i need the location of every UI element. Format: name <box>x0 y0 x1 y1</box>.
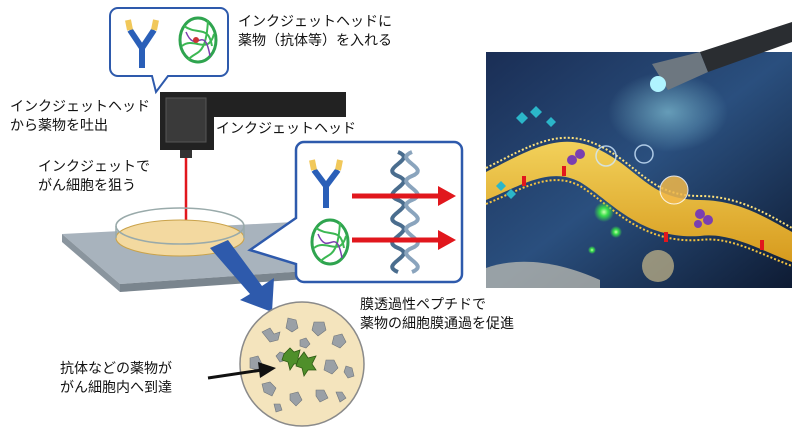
peptide-label: 膜透過性ペプチドで 薬物の細胞膜通過を促進 <box>360 296 514 334</box>
callout-top-line1: インクジェットヘッドに <box>238 14 392 30</box>
eject-label-line2: から薬物を吐出 <box>10 118 108 134</box>
eject-label: インクジェットヘッド から薬物を吐出 <box>10 98 150 136</box>
peptide-label-line2: 薬物の細胞膜通過を促進 <box>360 316 514 332</box>
reach-arrow <box>207 362 276 380</box>
cell-circle-icon <box>239 301 365 427</box>
callout-bubble-top <box>109 7 229 95</box>
target-label-line1: インクジェットで <box>38 159 150 175</box>
antibody-icon-2 <box>309 159 343 208</box>
nozzle-icon <box>650 22 792 92</box>
protein-icon-2 <box>310 218 350 266</box>
reach-label-line1: 抗体などの薬物が <box>60 361 172 377</box>
blue-arrow <box>210 240 274 312</box>
target-label: インクジェットで がん細胞を狙う <box>38 158 150 196</box>
callout-top-line2: 薬物（抗体等）を入れる <box>238 33 392 49</box>
callout-top-text: インクジェットヘッドに 薬物（抗体等）を入れる <box>238 13 392 51</box>
protein-icon <box>178 16 218 64</box>
eject-label-line1: インクジェットヘッド <box>10 99 150 115</box>
peptide-label-line1: 膜透過性ペプチドで <box>360 297 486 313</box>
membrane-illustration <box>485 22 793 288</box>
antibody-icon <box>125 19 159 68</box>
peptide-arrows <box>352 186 456 250</box>
petri-dish-icon <box>115 207 245 257</box>
peptide-helix-icon <box>390 150 420 274</box>
target-label-line2: がん細胞を狙う <box>38 178 136 194</box>
reach-label: 抗体などの薬物が がん細胞内へ到達 <box>60 360 172 398</box>
head-label: インクジェットヘッド <box>216 121 356 137</box>
inkjet-head-icon <box>160 92 346 158</box>
reach-label-line2: がん細胞内へ到達 <box>60 380 172 396</box>
